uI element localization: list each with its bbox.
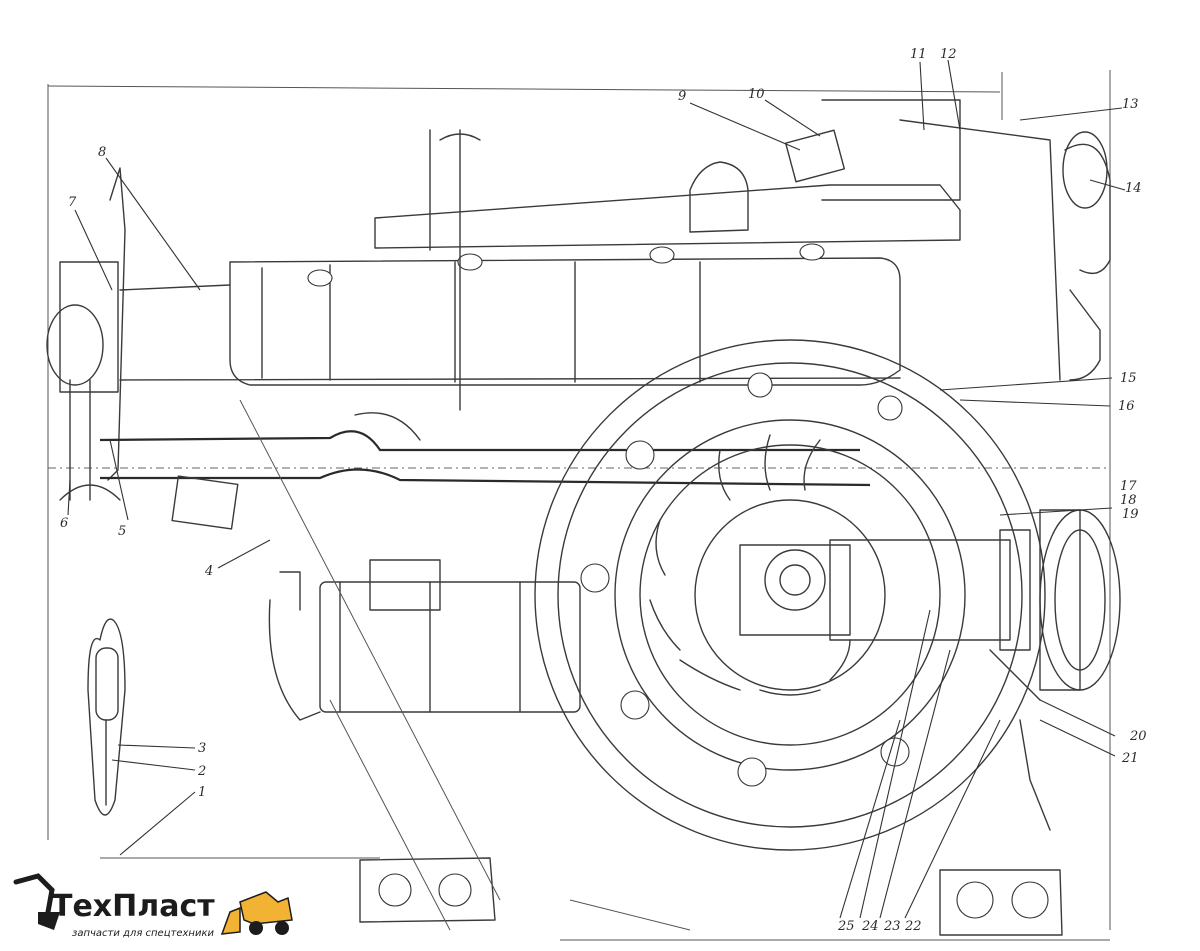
callout-18: 18	[1120, 493, 1137, 508]
excavator-arm-icon	[13, 873, 60, 930]
callout-6: 6	[60, 516, 68, 531]
starter-motor	[268, 559, 581, 721]
callout-7: 7	[68, 195, 77, 210]
callout-13: 13	[1122, 97, 1139, 112]
callout-labels: 1 2 3 4 5 6 7 8 9 10 11 12 13 14 15 16 1…	[60, 47, 1147, 934]
callout-14: 14	[1125, 181, 1142, 196]
fan-assembly	[46, 167, 126, 501]
control-rods	[239, 399, 691, 931]
callout-17: 17	[1120, 479, 1137, 494]
callout-22: 22	[904, 919, 922, 934]
callout-11: 11	[910, 47, 927, 62]
callout-23: 23	[883, 919, 901, 934]
techplast-logo: ТехПласт запчасти для спецтехники	[13, 873, 293, 939]
leader-lines	[67, 59, 1126, 919]
callout-25: 25	[837, 919, 855, 934]
callout-10: 10	[748, 87, 765, 102]
intake-manifold	[374, 99, 1111, 411]
drive-pulley	[739, 509, 1121, 831]
callout-12: 12	[940, 47, 957, 62]
loader-icon	[220, 891, 293, 935]
callout-8: 8	[98, 145, 106, 160]
callout-21: 21	[1121, 751, 1139, 766]
exhaust-pipe	[99, 412, 871, 530]
valve-cover	[119, 243, 901, 386]
flywheel	[534, 339, 1046, 851]
callout-4: 4	[204, 564, 213, 579]
callout-15: 15	[1120, 371, 1137, 386]
callout-2: 2	[197, 764, 206, 779]
logo-tagline: запчасти для спецтехники	[72, 928, 214, 939]
engine-mounts	[359, 857, 1063, 936]
callout-16: 16	[1118, 399, 1135, 414]
callout-3: 3	[198, 741, 206, 756]
callout-20: 20	[1129, 729, 1147, 744]
callout-9: 9	[678, 89, 686, 104]
logo-name: ТехПласт	[52, 889, 215, 924]
dipstick-inset	[87, 618, 126, 816]
flywheel-hole-arcs	[649, 434, 851, 696]
callout-5: 5	[118, 524, 126, 539]
callout-24: 24	[861, 919, 879, 934]
callout-19: 19	[1122, 507, 1139, 522]
callout-1: 1	[198, 785, 206, 800]
